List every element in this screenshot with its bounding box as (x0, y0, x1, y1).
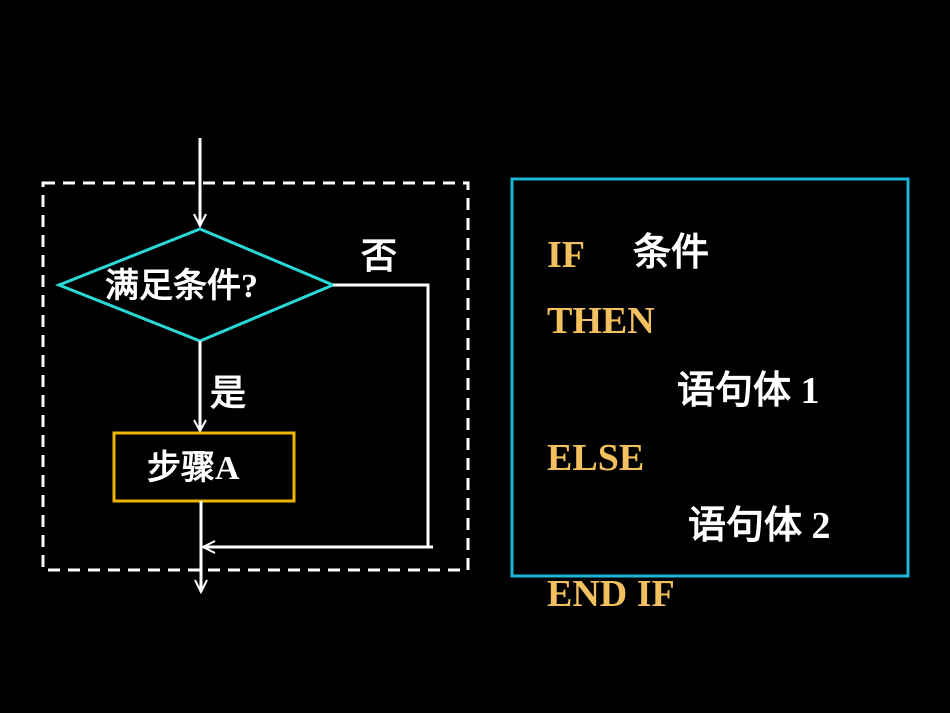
step-label: 步骤A (147, 450, 240, 487)
statement-1: 语句体 1 (677, 370, 820, 412)
statement-2: 语句体 2 (688, 505, 831, 547)
keyword-end-if: END IF (547, 573, 675, 615)
no-path-line (333, 283, 433, 549)
keyword-then: THEN (547, 300, 655, 342)
code-box (510, 177, 910, 578)
condition-text: 条件 (633, 232, 710, 274)
decision-label: 满足条件? (105, 268, 258, 305)
keyword-if: IF (547, 234, 585, 276)
exit-arrow-icon (194, 579, 208, 595)
keyword-else: ELSE (547, 437, 645, 479)
yes-label: 是 (210, 373, 247, 413)
dashed-container (41, 181, 470, 572)
yes-arrow-icon (193, 419, 207, 434)
step-box (112, 431, 296, 503)
entry-arrow-icon (193, 213, 207, 229)
no-label: 否 (361, 236, 398, 276)
merge-arrow-icon (200, 540, 216, 554)
